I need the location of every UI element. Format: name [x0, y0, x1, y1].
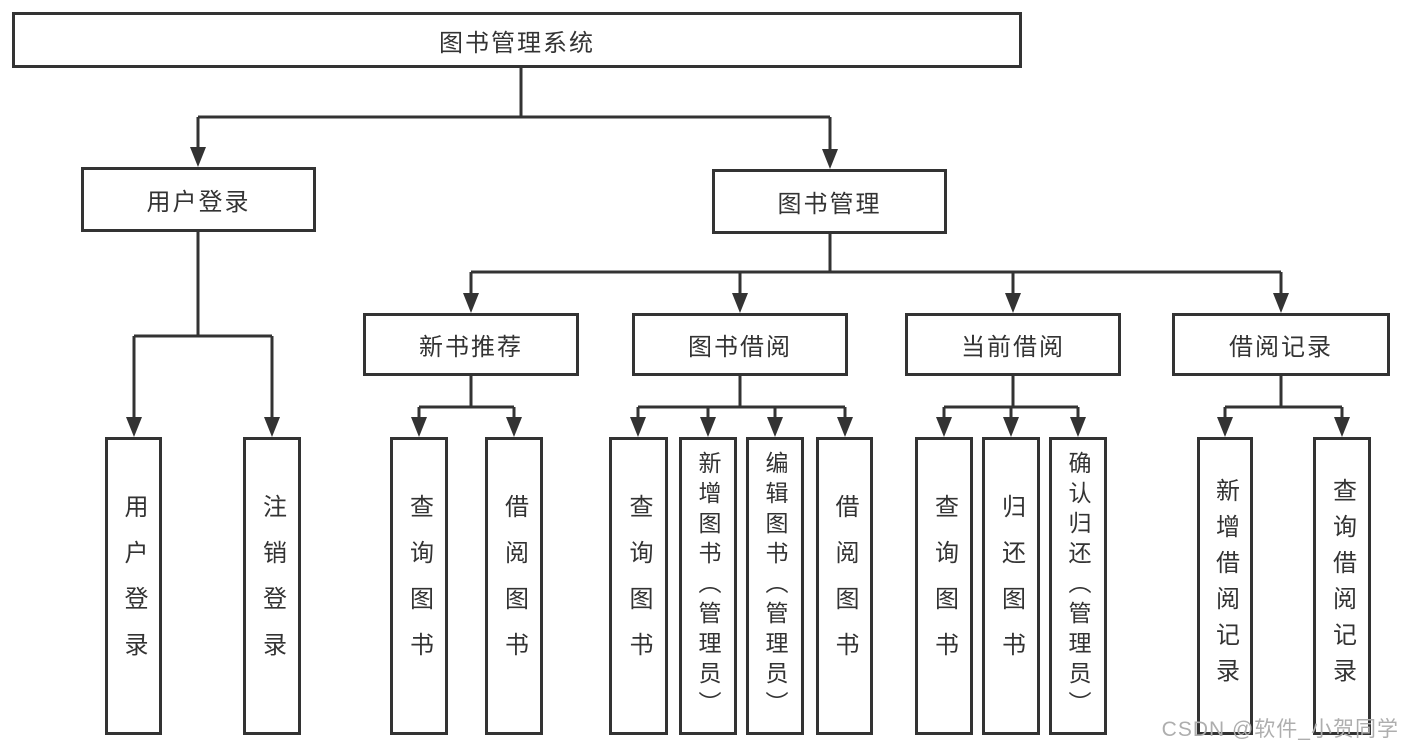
leaf-return-book: 归还图书 — [982, 437, 1040, 735]
node-current-borrowing: 当前借阅 — [905, 313, 1121, 376]
leaf-edit-book-admin: 编辑图书（管理员） — [746, 437, 804, 735]
leaf-add-borrow-record: 新增借阅记录 — [1197, 437, 1253, 735]
node-book-borrowing: 图书借阅 — [632, 313, 848, 376]
leaf-confirm-return-admin: 确认归还（管理员） — [1049, 437, 1107, 735]
node-library-management-system: 图书管理系统 — [12, 12, 1022, 68]
leaf-query-books: 查询图书 — [915, 437, 973, 735]
leaf-logout: 注销登录 — [243, 437, 301, 735]
leaf-query-books: 查询图书 — [390, 437, 448, 735]
leaf-borrow-books: 借阅图书 — [485, 437, 543, 735]
leaf-add-book-admin: 新增图书（管理员） — [679, 437, 737, 735]
node-book-management: 图书管理 — [712, 169, 947, 234]
leaf-query-borrow-record: 查询借阅记录 — [1313, 437, 1371, 735]
leaf-query-books: 查询图书 — [609, 437, 668, 735]
leaf-user-login: 用户登录 — [105, 437, 162, 735]
node-user-login: 用户登录 — [81, 167, 316, 232]
leaf-borrow-books: 借阅图书 — [816, 437, 873, 735]
node-borrowing-records: 借阅记录 — [1172, 313, 1390, 376]
csdn-watermark: CSDN @软件_小贺同学 — [1161, 718, 1399, 741]
node-new-book-recommendation: 新书推荐 — [363, 313, 579, 376]
